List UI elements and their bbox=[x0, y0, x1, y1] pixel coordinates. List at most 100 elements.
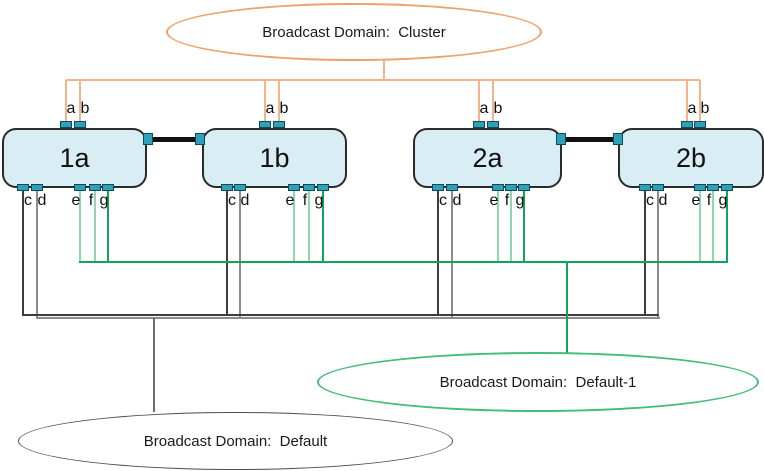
port-1b-f bbox=[303, 184, 315, 191]
default-link-1b-c bbox=[226, 191, 228, 315]
port-1a-d bbox=[31, 184, 43, 191]
port-1b-c-label: c bbox=[228, 192, 236, 209]
default-ellipse-drop-line bbox=[153, 318, 155, 412]
port-2a-a-label: a bbox=[479, 100, 489, 117]
default-link-2a-c bbox=[437, 191, 439, 315]
broadcast-domain-default1-ellipse: Broadcast Domain: Default-1 bbox=[317, 352, 759, 412]
port-2b-b bbox=[694, 121, 706, 128]
cluster-link-2a-b bbox=[492, 80, 494, 122]
port-2a-g bbox=[518, 184, 530, 191]
port-2a-c-label: c bbox=[439, 192, 447, 209]
port-1a-c-label: c bbox=[24, 192, 32, 209]
port-2b-e-label: e bbox=[691, 192, 701, 209]
default1-link-2a-g bbox=[523, 191, 525, 262]
port-1b-d bbox=[234, 184, 246, 191]
port-2a-g-label: g bbox=[515, 192, 525, 209]
port-1b-g-label: g bbox=[314, 192, 324, 209]
default-link-1a-d bbox=[36, 191, 38, 318]
default1-link-1a-g bbox=[107, 191, 109, 262]
cluster-bus-line bbox=[66, 79, 700, 81]
port-1b-c bbox=[221, 184, 233, 191]
port-2b-d bbox=[652, 184, 664, 191]
port-1a-f bbox=[89, 184, 101, 191]
interconnect-2a-2b bbox=[561, 137, 618, 142]
cluster-stem-line bbox=[383, 57, 385, 81]
broadcast-domain-default1-label: Broadcast Domain: Default-1 bbox=[439, 373, 637, 391]
default1-link-1b-g bbox=[322, 191, 324, 262]
port-2a-e bbox=[492, 184, 504, 191]
port-2b-a bbox=[681, 121, 693, 128]
cluster-link-1a-b bbox=[79, 80, 81, 122]
port-1a-e bbox=[74, 184, 86, 191]
default1-link-1a-f bbox=[94, 191, 96, 262]
port-2b-c bbox=[639, 184, 651, 191]
default-link-2b-d bbox=[657, 191, 659, 318]
port-1a-b-label: b bbox=[80, 100, 90, 117]
default1-link-2a-f bbox=[510, 191, 512, 262]
node-1b: 1b bbox=[202, 128, 347, 188]
port-1b-e-label: e bbox=[285, 192, 295, 209]
port-2a-e-label: e bbox=[489, 192, 499, 209]
port-2a-f bbox=[505, 184, 517, 191]
cluster-link-1a-a bbox=[65, 80, 67, 122]
broadcast-domain-cluster-label: Broadcast Domain: Cluster bbox=[262, 23, 446, 41]
cluster-link-2b-b bbox=[699, 80, 701, 122]
cluster-link-2a-a bbox=[478, 80, 480, 122]
port-1b-a bbox=[259, 121, 271, 128]
node-2b: 2b bbox=[618, 128, 764, 188]
port-1b-b bbox=[273, 121, 285, 128]
port-1b-b-label: b bbox=[279, 100, 289, 117]
port-2a-d bbox=[446, 184, 458, 191]
port-1a-a bbox=[60, 121, 72, 128]
port-1a-f-label: f bbox=[88, 192, 94, 209]
default1-link-2a-e bbox=[497, 191, 499, 262]
port-2b-a-label: a bbox=[687, 100, 697, 117]
default-link-2b-c bbox=[644, 191, 646, 315]
port-2a-d-label: d bbox=[452, 192, 462, 209]
default-link-1b-d bbox=[239, 191, 241, 318]
default-link-2a-d bbox=[451, 191, 453, 318]
port-2b-c-label: c bbox=[646, 192, 654, 209]
port-2b-f-label: f bbox=[706, 192, 712, 209]
default1-link-1b-f bbox=[308, 191, 310, 262]
port-2a-b-label: b bbox=[493, 100, 503, 117]
port-1a-d-label: d bbox=[37, 192, 47, 209]
port-2a-b bbox=[487, 121, 499, 128]
port-1a-a-label: a bbox=[66, 100, 76, 117]
port-1a-b bbox=[74, 121, 86, 128]
node-1a: 1a bbox=[2, 128, 147, 188]
port-2b-g bbox=[721, 184, 733, 191]
node-1a-side-port bbox=[143, 133, 153, 145]
port-1a-c bbox=[17, 184, 29, 191]
interconnect-1a-1b bbox=[148, 137, 200, 142]
default1-bus-line bbox=[79, 261, 728, 263]
port-1a-g bbox=[102, 184, 114, 191]
port-2a-c bbox=[432, 184, 444, 191]
port-1a-e-label: e bbox=[71, 192, 81, 209]
node-2a: 2a bbox=[413, 128, 562, 188]
cluster-link-2b-a bbox=[686, 80, 688, 122]
port-2b-e bbox=[694, 184, 706, 191]
port-1b-e bbox=[288, 184, 300, 191]
node-1a-label: 1a bbox=[59, 142, 90, 173]
port-2a-f-label: f bbox=[504, 192, 510, 209]
node-1b-side-port bbox=[195, 133, 205, 145]
default1-link-2b-e bbox=[699, 191, 701, 262]
broadcast-domain-default-label: Broadcast Domain: Default bbox=[143, 432, 328, 450]
port-2b-d-label: d bbox=[658, 192, 668, 209]
broadcast-domain-default-ellipse: Broadcast Domain: Default bbox=[18, 412, 453, 470]
port-1b-d-label: d bbox=[240, 192, 250, 209]
default1-link-1a-e bbox=[79, 191, 81, 262]
default-bus-d-line bbox=[36, 317, 660, 319]
port-2b-g-label: g bbox=[718, 192, 728, 209]
port-2a-a bbox=[473, 121, 485, 128]
port-1b-g bbox=[317, 184, 329, 191]
node-2a-side-port bbox=[556, 133, 566, 145]
default1-ellipse-drop-line bbox=[566, 263, 568, 353]
port-2b-f bbox=[707, 184, 719, 191]
node-2b-side-port bbox=[613, 133, 623, 145]
cluster-link-1b-b bbox=[278, 80, 280, 122]
port-2b-b-label: b bbox=[700, 100, 710, 117]
node-2b-label: 2b bbox=[675, 142, 707, 173]
